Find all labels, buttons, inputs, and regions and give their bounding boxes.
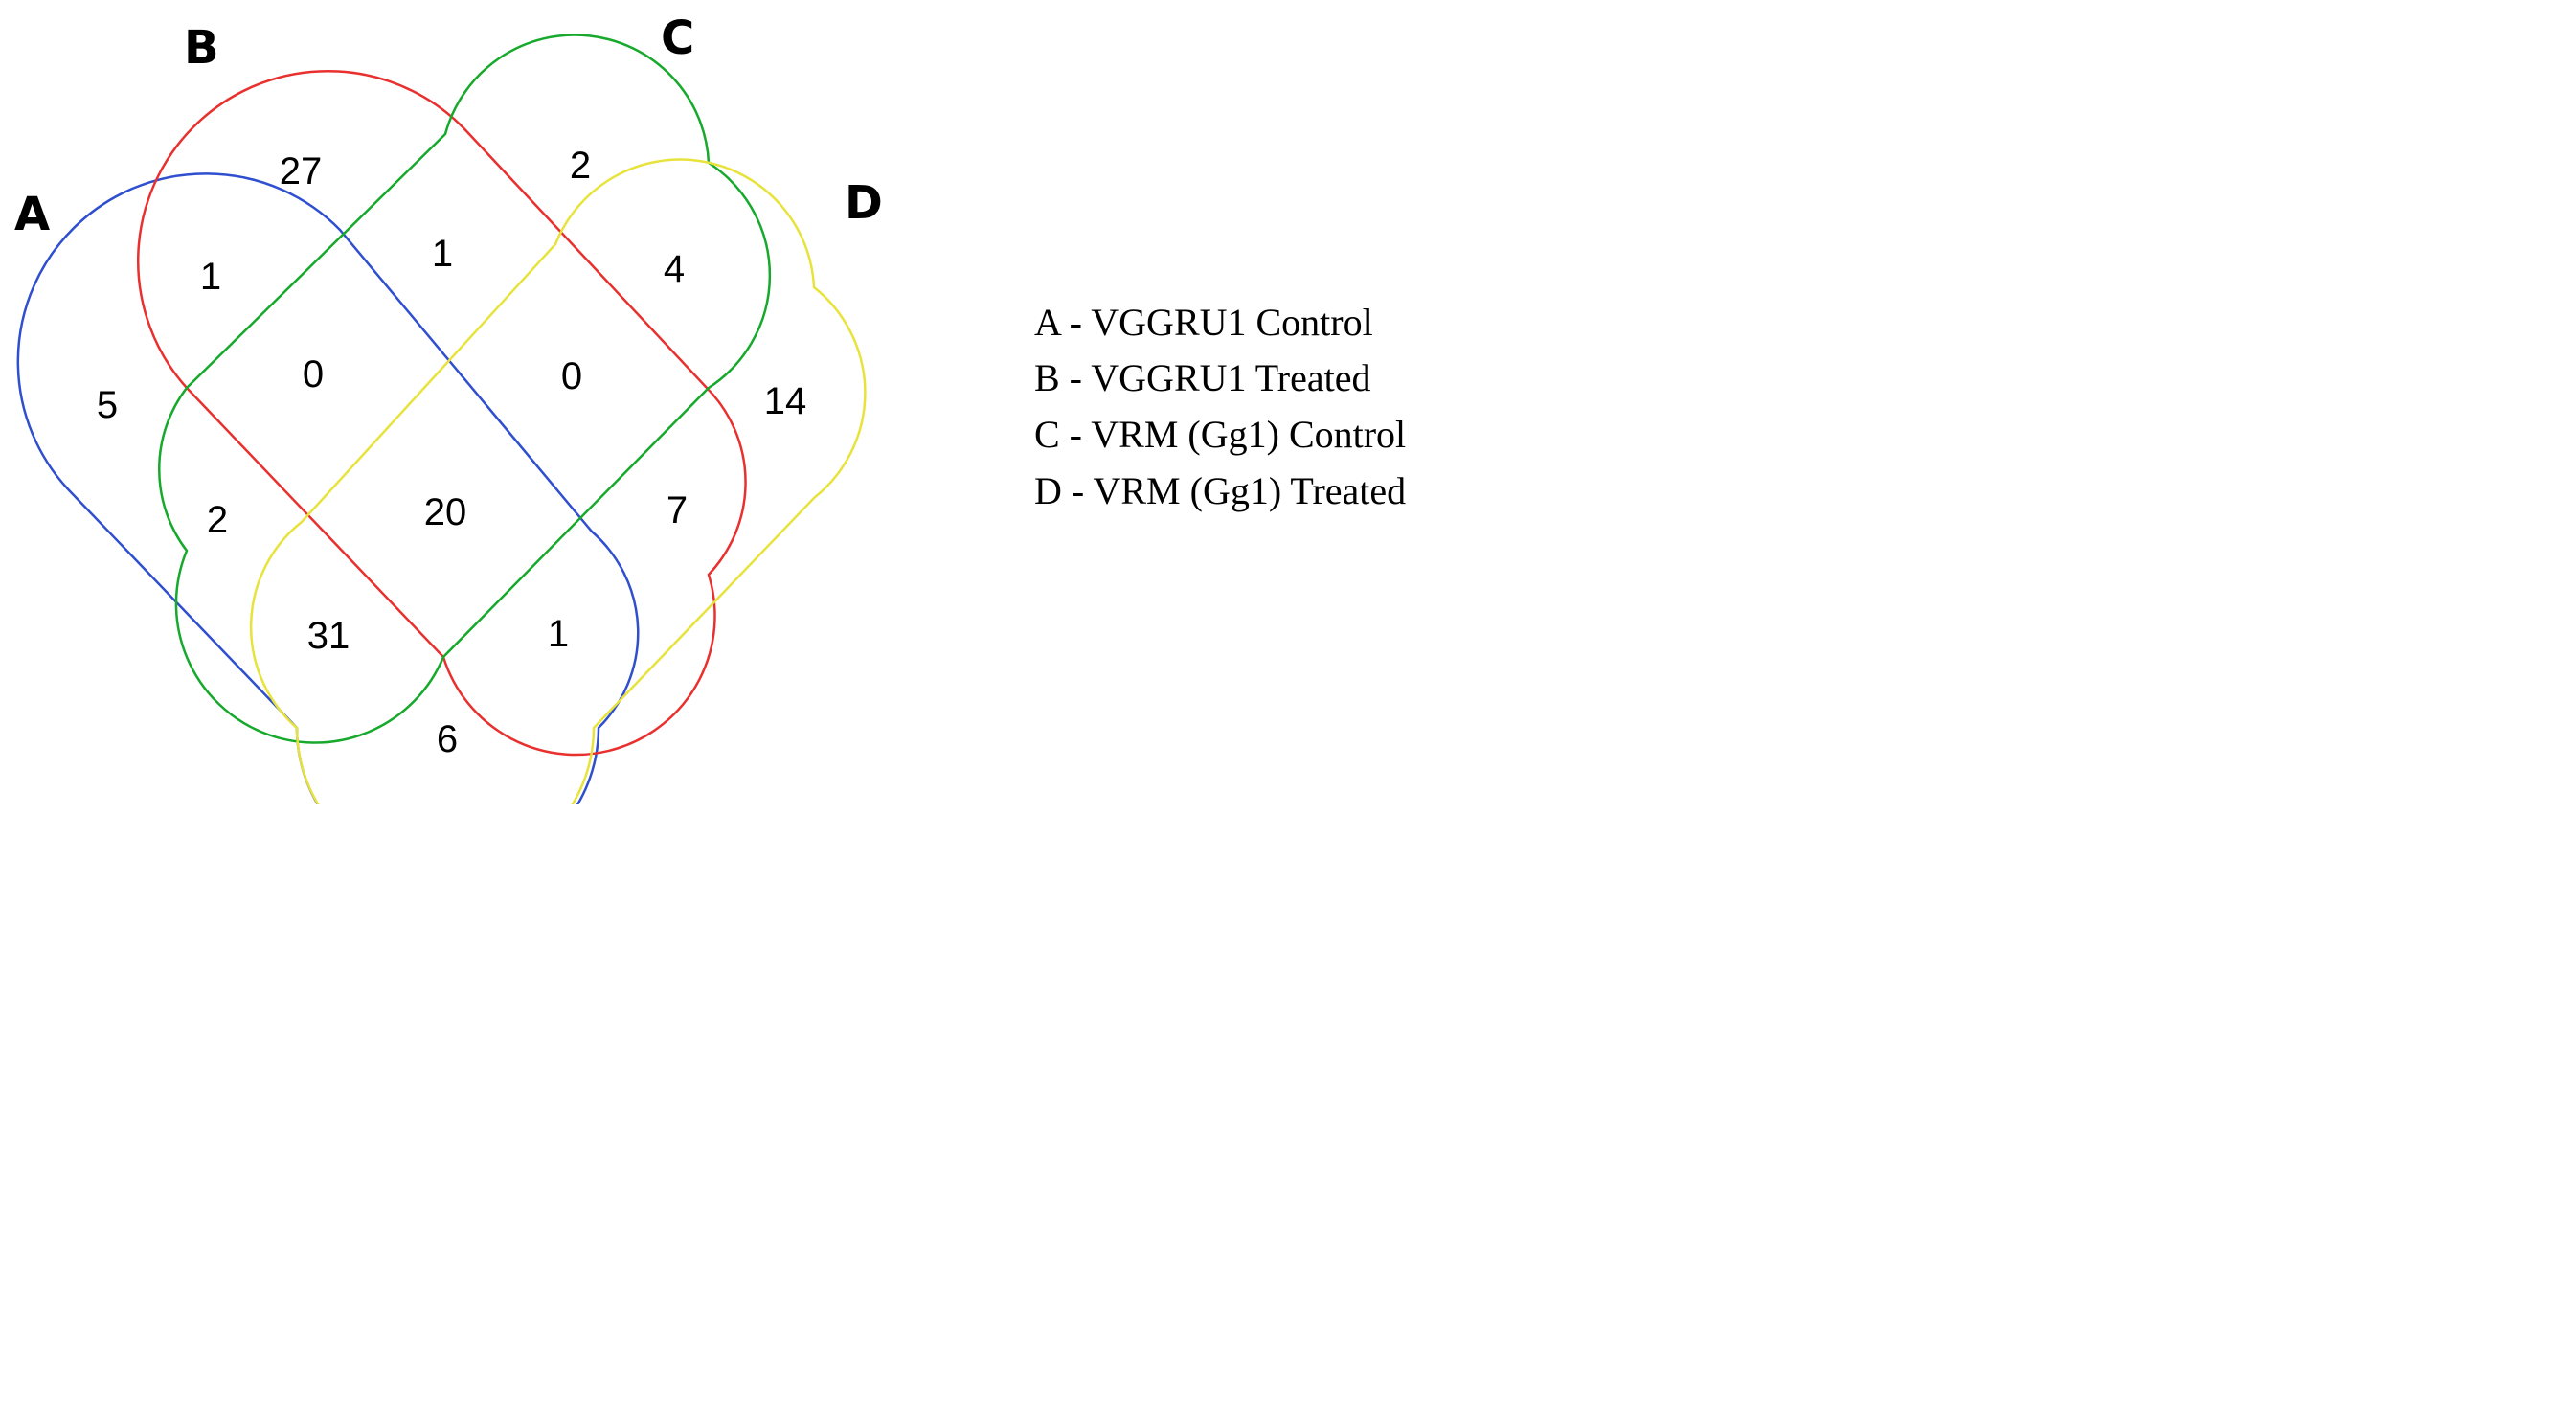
venn-diagram: A B C D 5 27 2 14 1 1 4 0 0 2 20 7 31 1 … bbox=[14, 11, 1406, 804]
legend: A - VGGRU1 Control B - VGGRU1 Treated C … bbox=[1034, 301, 1406, 512]
region-ad: 6 bbox=[437, 718, 458, 760]
legend-item-c: C - VRM (Gg1) Control bbox=[1034, 413, 1406, 456]
set-label-d: D bbox=[845, 176, 883, 230]
set-label-a: A bbox=[14, 188, 50, 241]
set-a-outline bbox=[16, 172, 640, 804]
region-ab: 1 bbox=[200, 256, 221, 298]
legend-item-d: D - VRM (Gg1) Treated bbox=[1034, 469, 1406, 512]
region-abc: 0 bbox=[303, 353, 324, 396]
set-label-c: C bbox=[661, 11, 694, 65]
region-b: 27 bbox=[280, 150, 323, 192]
region-abcd: 20 bbox=[424, 491, 467, 533]
region-cd: 4 bbox=[664, 248, 685, 290]
set-b-outline bbox=[137, 70, 747, 757]
region-bc: 1 bbox=[432, 233, 453, 275]
set-c-outline bbox=[158, 34, 772, 744]
region-bcd: 0 bbox=[561, 355, 582, 397]
region-c: 2 bbox=[570, 145, 591, 187]
region-acd: 31 bbox=[307, 615, 350, 657]
region-a: 5 bbox=[97, 384, 118, 426]
region-abd: 1 bbox=[548, 613, 569, 655]
region-bd: 7 bbox=[667, 489, 688, 532]
set-label-b: B bbox=[184, 21, 219, 75]
set-d-outline bbox=[249, 158, 867, 804]
region-ac: 2 bbox=[207, 499, 228, 541]
legend-item-b: B - VGGRU1 Treated bbox=[1034, 356, 1371, 399]
legend-item-a: A - VGGRU1 Control bbox=[1034, 301, 1373, 344]
region-d: 14 bbox=[764, 380, 807, 422]
